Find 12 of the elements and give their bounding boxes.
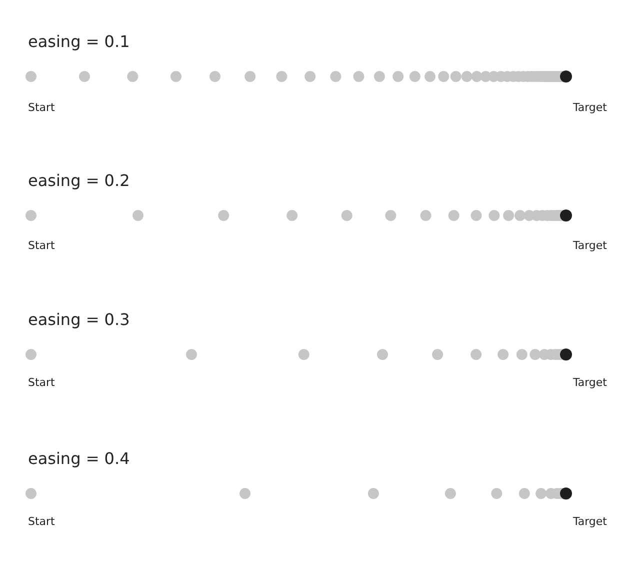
target-label: Target [572, 102, 607, 113]
target-label: Target [572, 516, 607, 527]
easing-heading: easing = 0.2 [28, 173, 130, 189]
start-label: Start [28, 377, 55, 388]
start-label: Start [28, 240, 55, 251]
target-label: Target [572, 377, 607, 388]
target-label: Target [572, 240, 607, 251]
start-label: Start [28, 516, 55, 527]
easing-heading: easing = 0.1 [28, 34, 130, 50]
start-label: Start [28, 102, 55, 113]
easing-heading: easing = 0.4 [28, 451, 130, 467]
easing-heading: easing = 0.3 [28, 312, 130, 328]
